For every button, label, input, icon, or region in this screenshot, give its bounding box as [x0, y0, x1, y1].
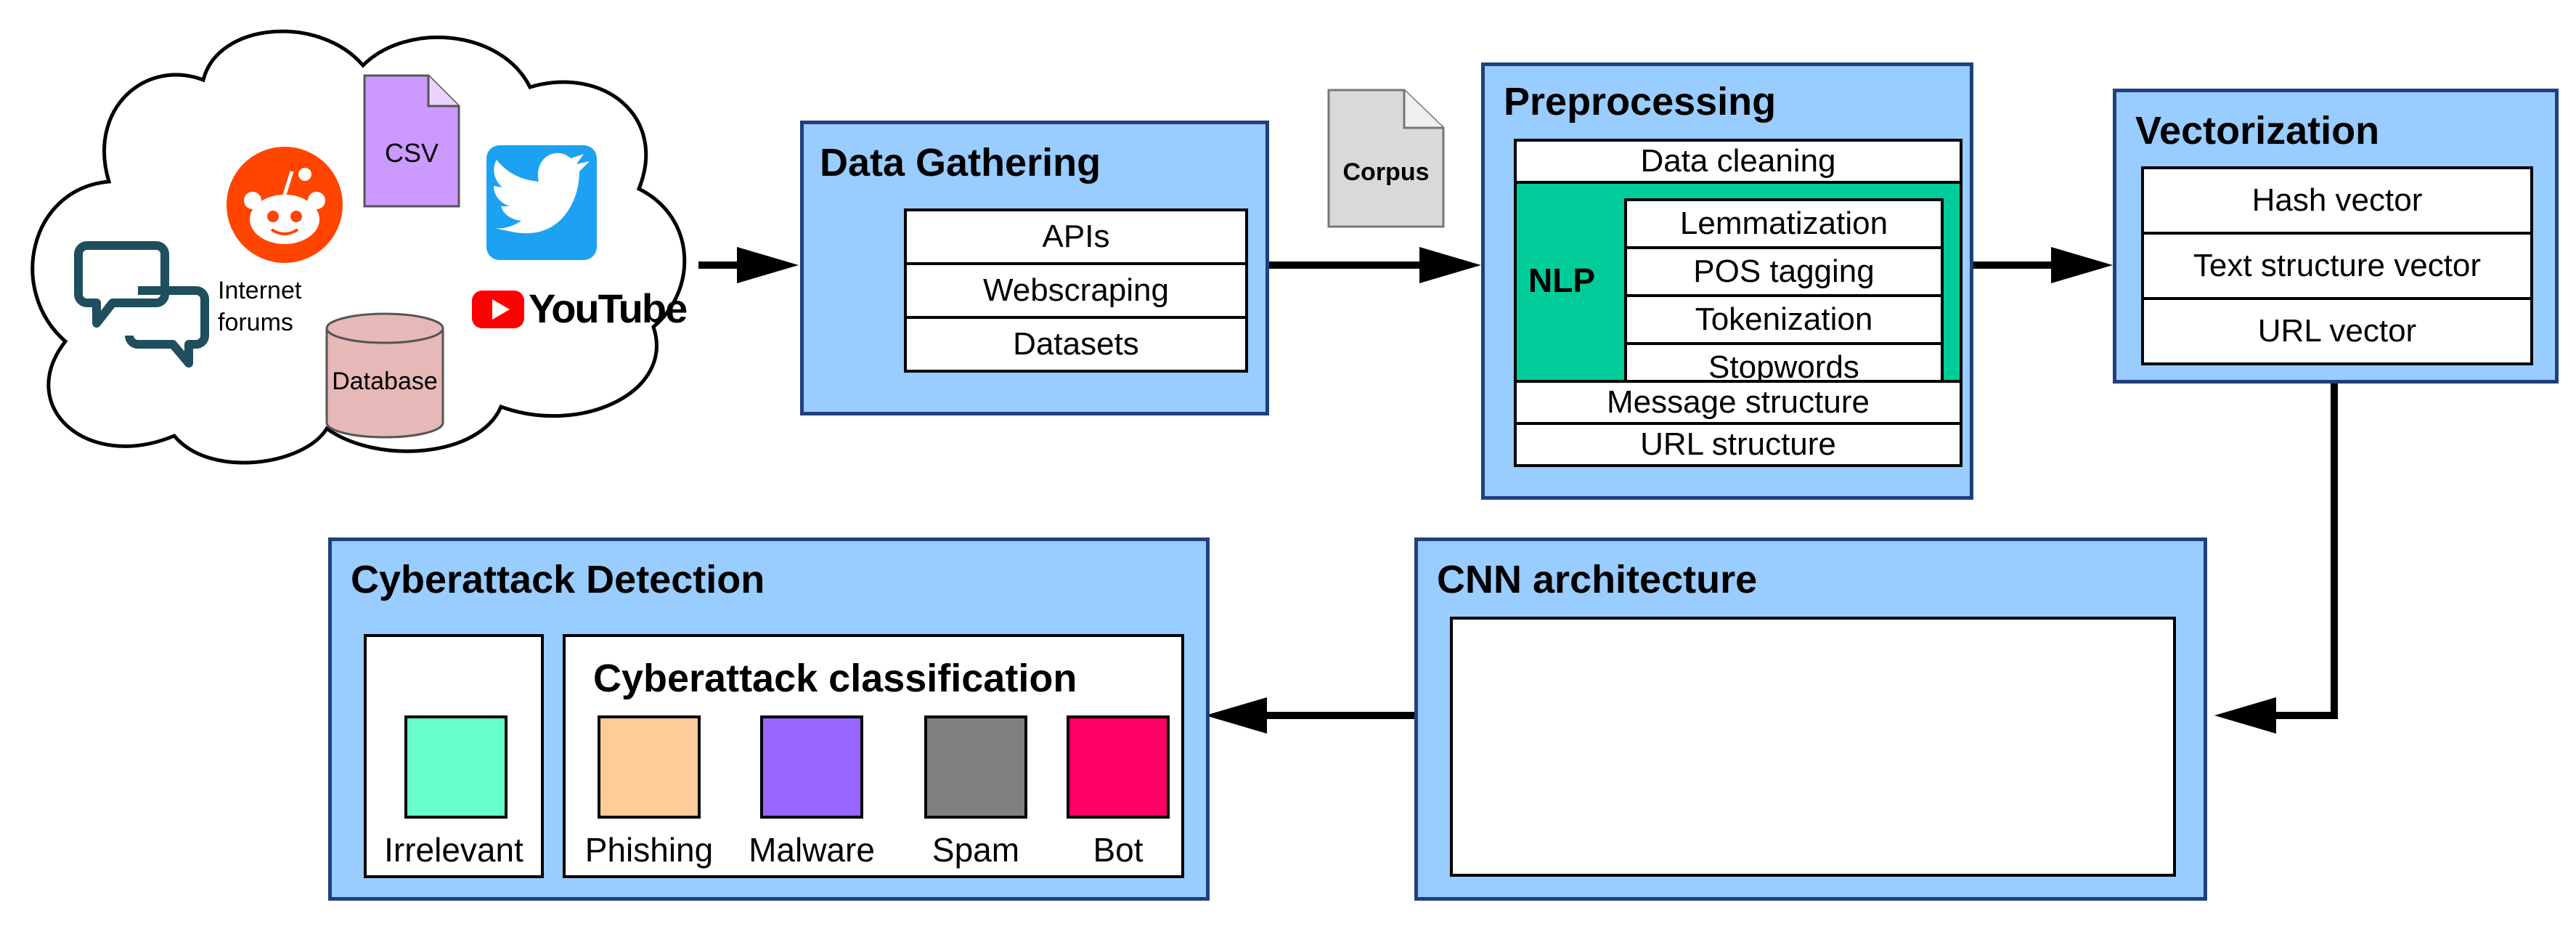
preprocessing-title: Preprocessing — [1504, 80, 1777, 123]
data-gathering-list: APIs Webscraping Datasets — [904, 208, 1248, 373]
internet-forums-label: Internet forums — [218, 277, 302, 336]
irrelevant-label: Irrelevant — [384, 831, 523, 869]
youtube-logo-icon — [472, 291, 524, 328]
class-swatch-bot — [1067, 715, 1170, 819]
cnn-title: CNN architecture — [1437, 558, 1758, 601]
database-label: Database — [332, 368, 438, 395]
class-label-bot: Bot — [1093, 831, 1144, 869]
corpus-label: Corpus — [1342, 158, 1430, 186]
vector-item: Hash vector — [2141, 166, 2533, 235]
vectorization-title: Vectorization — [2135, 109, 2380, 153]
nlp-list: Lemmatization POS tagging Tokenization S… — [1624, 198, 1944, 393]
vectorization-panel: Vectorization Hash vector Text structure… — [2113, 89, 2559, 384]
youtube-label: YouTube — [529, 285, 688, 331]
data-gathering-title: Data Gathering — [820, 141, 1101, 184]
classification-box: Cyberattack classification Phishing Malw… — [563, 634, 1184, 878]
class-swatch-phishing — [598, 715, 701, 819]
data-gathering-item: Webscraping — [904, 262, 1248, 319]
detection-title: Cyberattack Detection — [351, 558, 765, 601]
corpus-document-icon — [1327, 89, 1445, 228]
csv-document-icon — [363, 74, 460, 208]
nlp-item: POS tagging — [1624, 246, 1944, 297]
data-cleaning-item: Data cleaning — [1514, 139, 1962, 184]
message-structure-item: Message structure — [1514, 380, 1962, 425]
nlp-block: NLP Lemmatization POS tagging Tokenizati… — [1514, 181, 1962, 393]
data-gathering-item: Datasets — [904, 316, 1248, 373]
chat-bubbles-icon — [74, 241, 209, 368]
twitter-icon — [486, 145, 597, 260]
irrelevant-box: Irrelevant — [364, 634, 544, 878]
classification-title: Cyberattack classification — [593, 657, 1077, 700]
class-label-malware: Malware — [749, 831, 875, 869]
vector-item: Text structure vector — [2141, 232, 2533, 300]
class-swatch-malware — [760, 715, 863, 819]
nlp-label: NLP — [1528, 261, 1595, 299]
irrelevant-swatch — [404, 715, 508, 819]
database-icon — [325, 312, 444, 439]
nlp-item: Tokenization — [1624, 294, 1944, 345]
data-gathering-panel: Data Gathering APIs Webscraping Datasets — [800, 121, 1269, 415]
nlp-item: Lemmatization — [1624, 198, 1944, 249]
data-gathering-item: APIs — [904, 208, 1248, 265]
class-label-spam: Spam — [932, 831, 1020, 869]
preprocessing-panel: Preprocessing Data cleaning NLP Lemmatiz… — [1481, 62, 1973, 500]
cnn-panel: CNN architecture — [1414, 537, 2207, 901]
reddit-icon — [227, 147, 343, 263]
cnn-diagram-frame — [1450, 617, 2176, 877]
vector-item: URL vector — [2141, 297, 2533, 365]
csv-label: CSV — [384, 138, 439, 168]
url-structure-item: URL structure — [1514, 422, 1962, 467]
detection-panel: Cyberattack Detection Irrelevant Cyberat… — [328, 537, 1210, 901]
class-label-phishing: Phishing — [584, 831, 714, 869]
flow-arrows — [698, 247, 2338, 734]
sources-cloud — [30, 29, 687, 465]
vectorization-list: Hash vector Text structure vector URL ve… — [2141, 166, 2533, 365]
class-swatch-spam — [924, 715, 1027, 819]
